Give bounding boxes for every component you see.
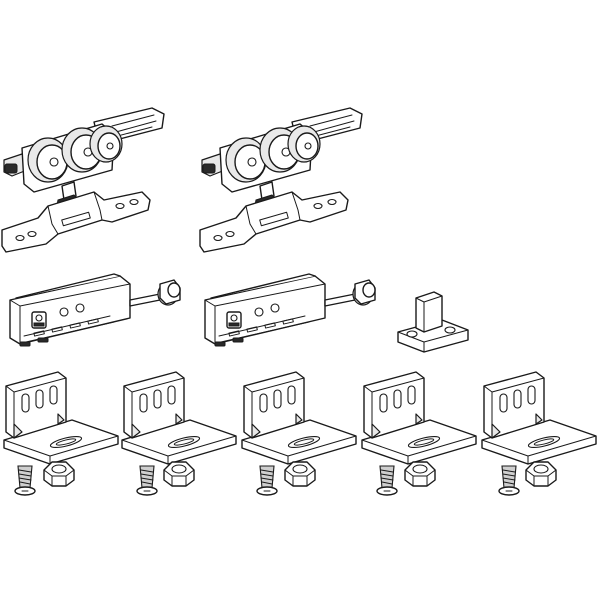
nut-4: [404, 461, 436, 487]
screw-1: [14, 465, 36, 496]
end-stop-damper-2: [204, 273, 376, 347]
end-stop-damper-1: [9, 273, 181, 347]
screw-2: [136, 465, 158, 496]
roller-carriage-2: [199, 107, 363, 253]
angle-bracket-4: [361, 371, 477, 465]
screw-4: [376, 465, 398, 496]
nut-2: [163, 461, 195, 487]
angle-bracket-3: [241, 371, 357, 465]
screw-5: [498, 465, 520, 496]
roller-carriage-1: [1, 107, 165, 253]
angle-bracket-5: [481, 371, 597, 465]
angle-bracket-1: [3, 371, 119, 465]
nut-1: [43, 461, 75, 487]
nut-3: [284, 461, 316, 487]
screw-3: [256, 465, 278, 496]
nut-5: [525, 461, 557, 487]
angle-bracket-2: [121, 371, 237, 465]
floor-guide: [397, 291, 469, 353]
